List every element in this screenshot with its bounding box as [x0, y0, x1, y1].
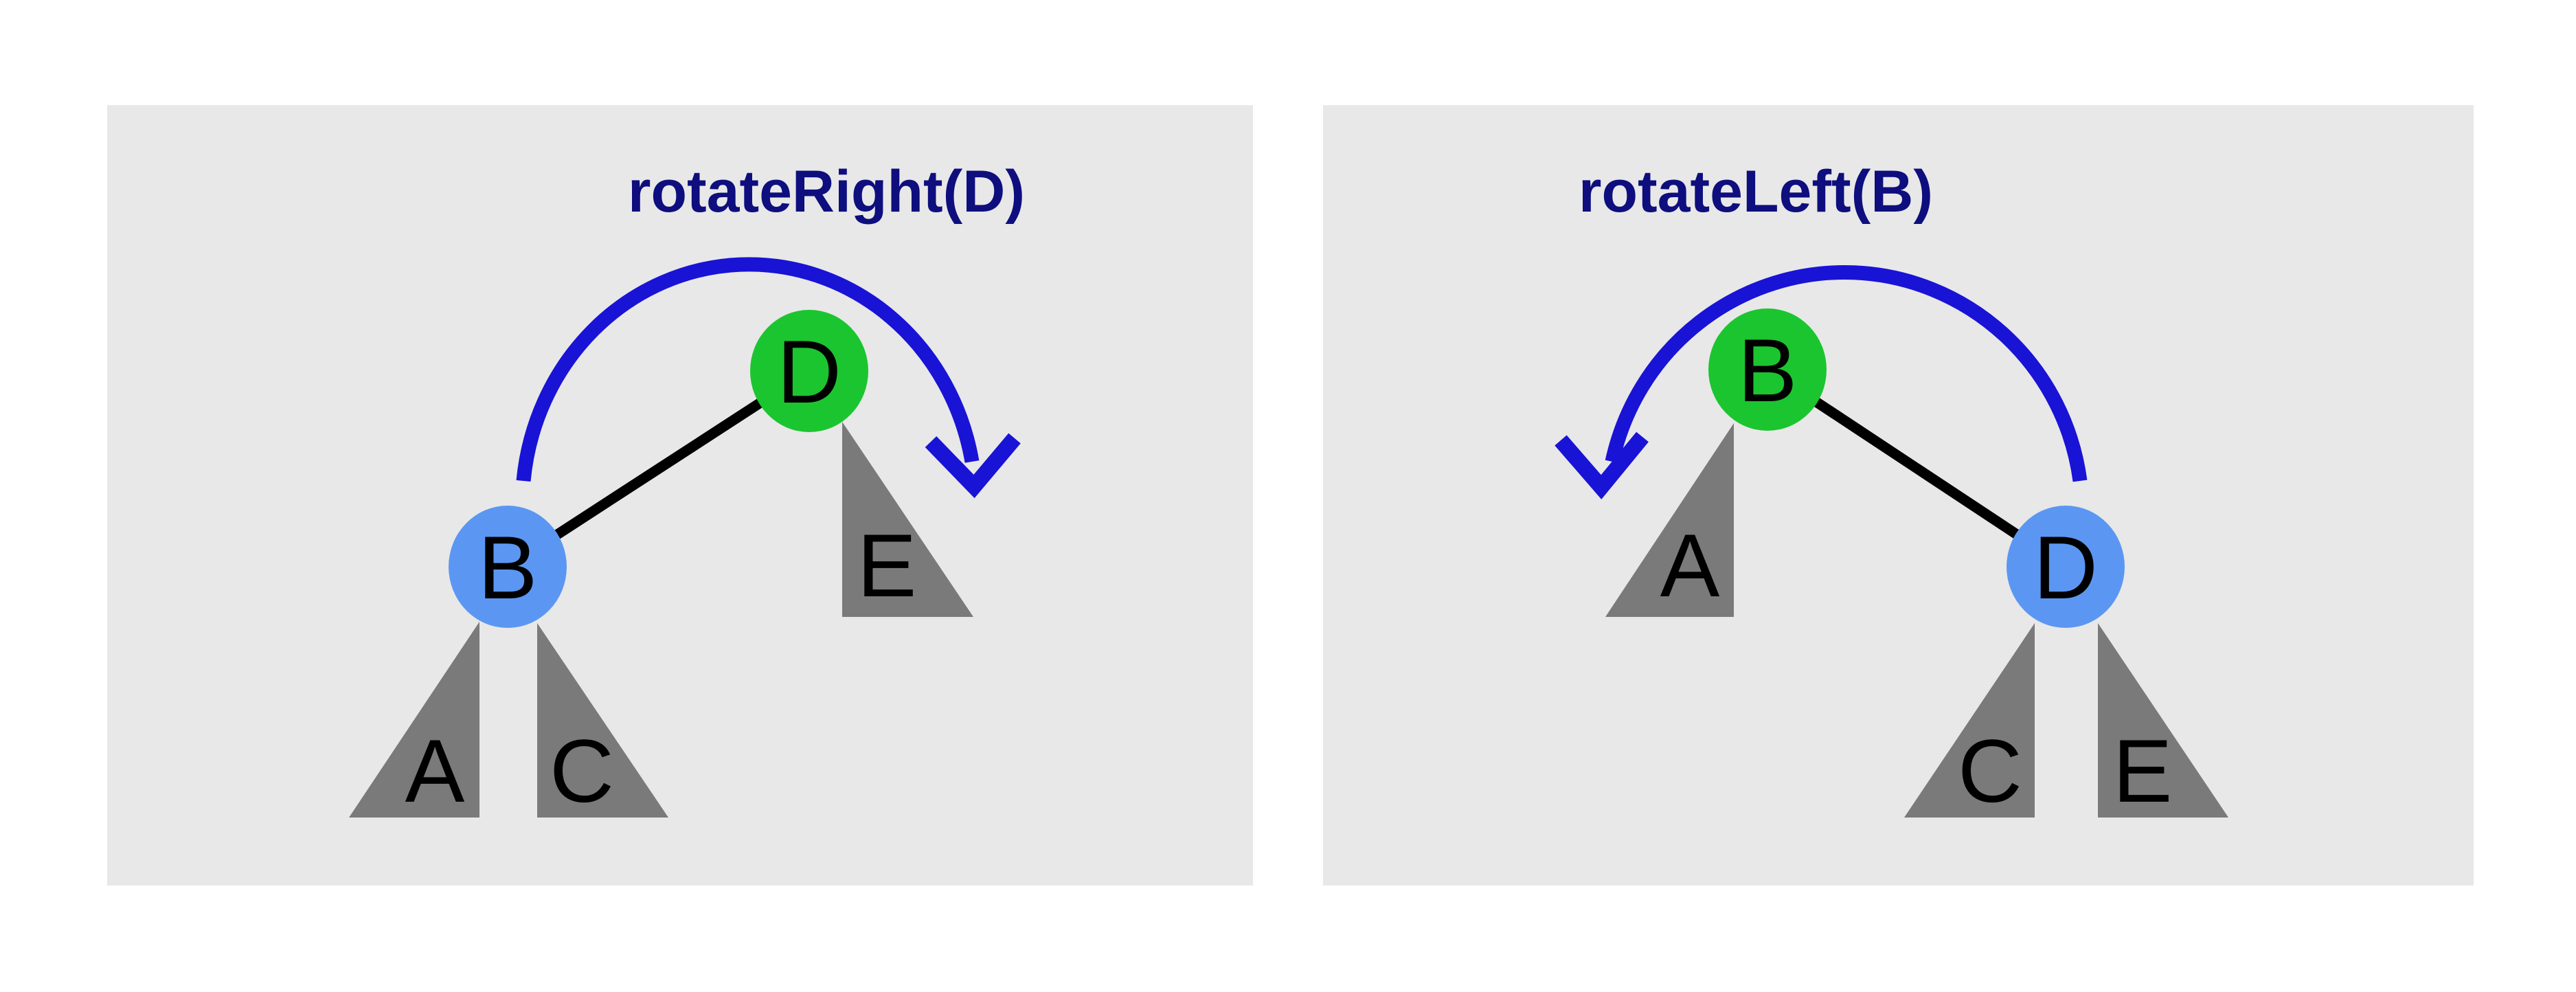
panel-background: [1323, 105, 2474, 886]
root-node-label: B: [1738, 320, 1798, 420]
root-node-label: D: [777, 322, 841, 422]
panel-title: rotateLeft(B): [1579, 159, 1933, 225]
subtree-label-c: C: [550, 721, 614, 821]
rotation-arrow-arc: [516, 257, 980, 482]
panel-title: rotateRight(D): [628, 159, 1025, 225]
subtree-label-a: A: [405, 721, 465, 821]
rotation-arrowhead-icon: [1555, 431, 1649, 499]
root-node-circle: [750, 310, 868, 432]
subtree-label-e: E: [857, 515, 917, 616]
subtree-label-c: C: [1958, 721, 2022, 821]
child-node-label: B: [478, 517, 538, 618]
tree-edge-b-d: [504, 366, 813, 572]
child-node-circle: [2007, 506, 2125, 628]
rotate-left-panel: rotateLeft(B) A C E B D: [1323, 105, 2474, 886]
panel-background: [107, 105, 1253, 886]
child-node-label: D: [2033, 517, 2098, 618]
subtree-triangle-e: [2098, 623, 2228, 818]
subtree-triangle-e: [842, 422, 973, 617]
subtree-triangle-c: [537, 623, 668, 818]
rotate-right-panel: rotateRight(D) A C E D B: [107, 105, 1253, 886]
rotation-arrow-arc: [1605, 265, 2088, 482]
rotation-arrowhead-icon: [925, 433, 1021, 499]
root-node-circle: [1708, 308, 1827, 431]
subtree-label-a: A: [1660, 515, 1720, 616]
child-node-circle: [449, 506, 567, 628]
subtree-triangle-a: [349, 622, 479, 818]
subtree-triangle-c: [1904, 623, 2035, 818]
subtree-label-e: E: [2113, 721, 2173, 821]
subtree-triangle-a: [1605, 423, 1734, 617]
